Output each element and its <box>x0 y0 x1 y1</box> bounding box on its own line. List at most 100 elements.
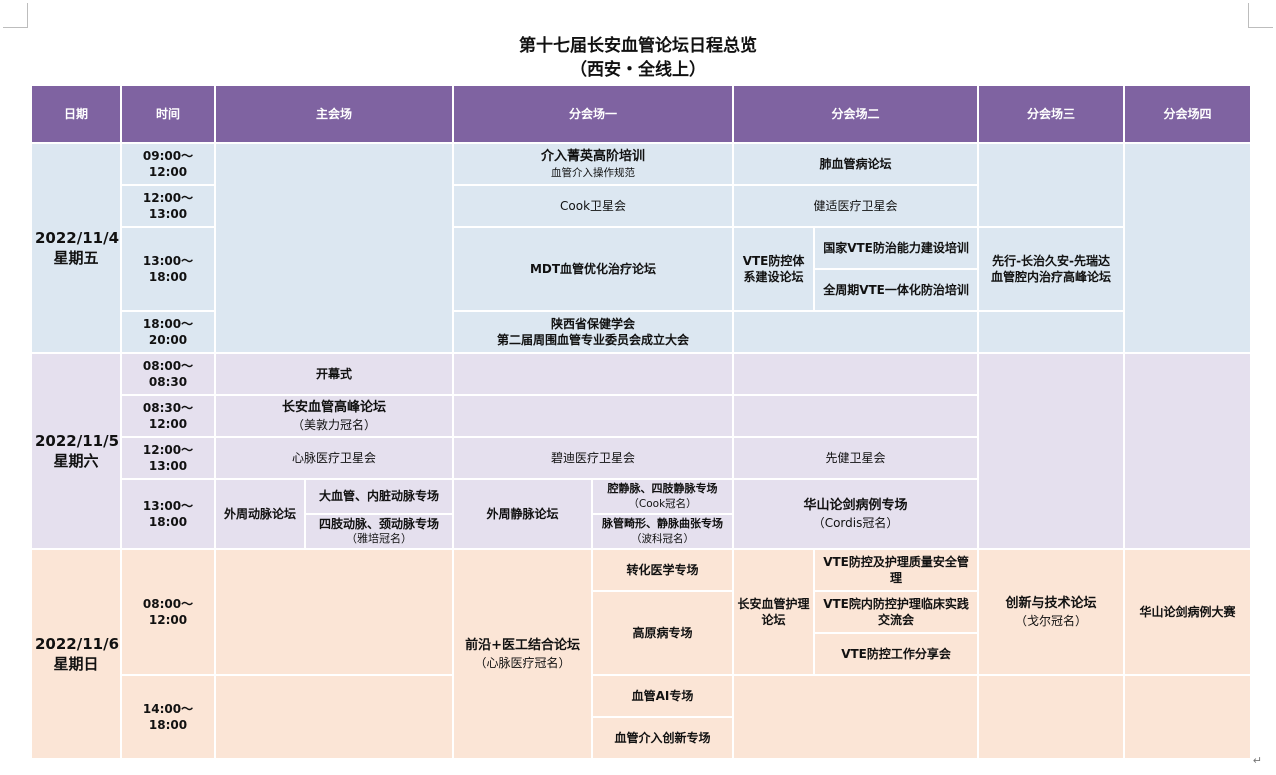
session-title: 前沿+医工结合论坛 <box>465 638 580 654</box>
day2-main-opening: 开幕式 <box>213 352 455 396</box>
header-date: 日期 <box>30 84 122 144</box>
day1-time-3: 13:00～18:00 <box>120 226 216 312</box>
day2-sub1-empty-2 <box>452 394 735 438</box>
session-title: 介入菁英高阶培训 <box>541 149 646 165</box>
day3-sub2-track-3: VTE防控工作分享会 <box>813 632 980 677</box>
track-title: 脉管畸形、静脉曲张专场 <box>602 517 724 530</box>
day3-time-1: 08:00～12:00 <box>120 548 216 677</box>
day2-time-3: 12:00～13:00 <box>120 436 216 480</box>
day2-sub1-track-1: 腔静脉、四肢静脉专场 （Cook冠名） <box>591 478 735 515</box>
session-subtitle: 血管介入操作规范 <box>551 166 636 179</box>
paragraph-mark: ↵ <box>1252 754 1262 767</box>
day2-main-track-1: 大血管、内脏动脉专场 <box>303 478 455 515</box>
header-row: 日期 时间 主会场 分会场一 分会场二 分会场三 分会场四 <box>30 84 1253 144</box>
day2-sub2-empty-1 <box>732 352 980 396</box>
day3-sub1-track-2: 高原病专场 <box>591 590 735 677</box>
page-subtitle: （西安・全线上） <box>570 60 706 80</box>
day2-date: 2022/11/5 <box>35 431 120 450</box>
day3-sub1-track-3: 血管AI专场 <box>591 674 735 719</box>
day2-time-2: 08:30～12:00 <box>120 394 216 438</box>
day1-sub1-session-3: MDT血管优化治疗论坛 <box>452 226 735 312</box>
day3-sub3-forum: 创新与技术论坛 （戈尔冠名） <box>977 548 1126 677</box>
day2-sub2-empty-2 <box>732 394 980 438</box>
day3-main-empty-1 <box>213 548 455 677</box>
header-sub-venue-3: 分会场三 <box>977 84 1126 144</box>
day1-sub3-session: 先行-长治久安-先瑞达 血管腔内治疗高峰论坛 <box>977 226 1126 312</box>
day2-main-forum: 外周动脉论坛 <box>214 477 306 551</box>
day2-time-1: 08:00～08:30 <box>120 352 216 396</box>
day3-sub1-forum: 前沿+医工结合论坛 （心脉医疗冠名） <box>452 548 594 761</box>
day3-time-2: 14:00～18:00 <box>120 674 216 761</box>
day1-sub1-session-4: 陕西省保健学会 第二届周围血管专业委员会成立大会 <box>452 310 735 354</box>
day3-main-empty-2 <box>213 674 455 761</box>
session-line-2: 血管腔内治疗高峰论坛 <box>991 270 1112 284</box>
track-title: 腔静脉、四肢静脉专场 <box>607 481 718 495</box>
day1-sub2-session-1: 肺血管病论坛 <box>732 142 980 186</box>
day2-sub1-empty-1 <box>452 352 735 396</box>
track-sponsor: （雅培冠名） <box>346 532 412 546</box>
session-sponsor: （心脉医疗冠名） <box>474 655 571 670</box>
session-sponsor: （戈尔冠名） <box>1015 613 1088 628</box>
day3-date: 2022/11/6 <box>35 634 120 653</box>
day2-weekday: 星期六 <box>53 452 99 471</box>
session-line-1: 先行-长治久安-先瑞达 <box>992 253 1111 268</box>
day2-time-4: 13:00～18:00 <box>120 477 216 551</box>
header-sub-venue-1: 分会场一 <box>452 84 735 144</box>
day3-sub3-empty <box>977 674 1126 761</box>
header-sub-venue-2: 分会场二 <box>732 84 980 144</box>
day1-sub4-empty <box>1123 142 1253 354</box>
day2-main-summit: 长安血管高峰论坛 （美敦力冠名） <box>213 394 455 438</box>
day1-time-2: 12:00～13:00 <box>120 184 216 228</box>
session-title: 长安血管高峰论坛 <box>282 400 387 416</box>
day3-sub1-track-4: 血管介入创新专场 <box>591 716 735 761</box>
day3-sub1-track-1: 转化医学专场 <box>591 548 735 593</box>
header-main-venue: 主会场 <box>213 84 455 144</box>
day1-date-cell: 2022/11/4 星期五 <box>30 142 122 354</box>
session-line-1: 陕西省保健学会 <box>551 316 636 331</box>
day1-sub3-empty-2 <box>977 310 1126 354</box>
session-line-2: 第二届周围血管专业委员会成立大会 <box>497 333 690 347</box>
day2-main-track-2: 四肢动脉、颈动脉专场 （雅培冠名） <box>303 512 455 551</box>
day1-sub2-forum: VTE防控体系建设论坛 <box>732 226 816 312</box>
day2-sub4-empty <box>1123 351 1253 551</box>
day1-sub3-empty <box>977 142 1126 228</box>
day2-sub2-satellite: 先健卫星会 <box>732 436 980 480</box>
day2-sub1-satellite: 碧迪医疗卫星会 <box>452 436 735 480</box>
day3-sub2-track-2: VTE院内防控护理临床实践交流会 <box>813 590 980 635</box>
day2-main-satellite: 心脉医疗卫星会 <box>213 436 455 480</box>
day2-sub1-forum: 外周静脉论坛 <box>452 477 594 551</box>
corner-mark-top-left <box>3 3 28 28</box>
day2-date-cell: 2022/11/5 星期六 <box>30 351 122 551</box>
day3-sub2-track-1: VTE防控及护理质量安全管理 <box>813 548 980 593</box>
day2-sub3-empty <box>977 351 1126 551</box>
corner-mark-top-right <box>1248 3 1273 28</box>
day1-weekday: 星期五 <box>53 249 99 267</box>
day1-sub1-session-2: Cook卫星会 <box>452 184 735 228</box>
session-sponsor: （Cordis冠名） <box>812 515 899 530</box>
day3-sub4-empty <box>1123 674 1253 761</box>
day1-time-4: 18:00～20:00 <box>120 310 216 354</box>
day1-main-empty <box>213 142 455 354</box>
day3-sub2-nursing-forum: 长安血管护理论坛 <box>732 548 816 677</box>
page-title: 第十七届长安血管论坛日程总览 <box>519 36 757 56</box>
day2-sub2-case-session: 华山论剑病例专场 （Cordis冠名） <box>732 477 980 551</box>
day3-sub4-competition: 华山论剑病例大赛 <box>1123 548 1253 677</box>
day3-date-cell: 2022/11/6 星期日 <box>30 548 122 761</box>
day1-sub2-training-1: 国家VTE防治能力建设培训 <box>813 226 980 270</box>
header-sub-venue-4: 分会场四 <box>1123 84 1253 144</box>
session-title: 华山论剑病例专场 <box>803 498 908 514</box>
day1-date: 2022/11/4 <box>35 228 120 247</box>
day1-time-1: 09:00～12:00 <box>120 142 216 186</box>
session-sponsor: （美敦力冠名） <box>292 417 377 432</box>
track-title: 四肢动脉、颈动脉专场 <box>319 517 440 531</box>
day1-sub1-session-1: 介入菁英高阶培训 血管介入操作规范 <box>452 142 735 186</box>
session-title: 创新与技术论坛 <box>1005 596 1097 612</box>
day2-sub1-track-2: 脉管畸形、静脉曲张专场 （波科冠名） <box>591 512 735 551</box>
day1-sub2-session-2: 健适医疗卫星会 <box>732 184 980 228</box>
track-sponsor: （波科冠名） <box>631 532 695 545</box>
track-sponsor: （Cook冠名） <box>628 497 697 510</box>
day1-sub2-training-2: 全周期VTE一体化防治培训 <box>813 268 980 312</box>
day3-sub2-empty <box>732 674 980 761</box>
day3-weekday: 星期日 <box>53 655 99 674</box>
day1-sub2-empty <box>732 310 980 354</box>
